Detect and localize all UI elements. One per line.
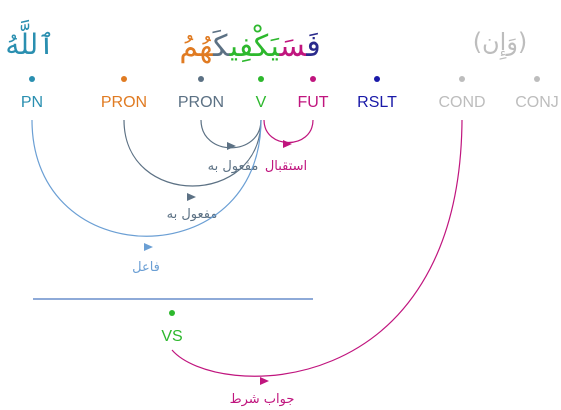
relation-label-subject: فاعل [132,260,160,275]
arc-subject [31,119,262,237]
tag-fut: FUT [297,94,328,111]
segment-ka: كَ [212,29,230,64]
node-dot-cond [459,76,465,82]
node-dot-pron2 [198,76,204,82]
arc-object-2 [123,119,262,187]
tag-pn: PN [21,94,43,111]
arc-future-arrowhead [283,140,292,148]
node-dot-fut [310,76,316,82]
relation-label-object-2: مفعول به [167,207,218,222]
node-dot-vs [169,310,175,316]
arc-object-1-arrowhead [227,142,236,150]
tag-pron-2: PRON [178,94,224,111]
arc-object-1 [200,119,262,149]
segment-yakfi: يَكْفِي [229,25,281,64]
word-wa-in: (وَإِن) [473,28,528,60]
tag-rslt: RSLT [357,94,397,111]
tag-pron-1: PRON [101,94,147,111]
arc-subject-arrowhead [144,243,153,251]
tag-cond: COND [438,94,485,111]
word-fasayakfikahum: فَسَيَكْفِيكَهُمُ [179,25,320,64]
node-dot-rslt [374,76,380,82]
relation-label-future: استقبال [265,159,307,174]
segment-fa: فَ [305,29,320,64]
relation-label-conditional: جواب شرط [230,392,295,407]
node-dot-conj [534,76,540,82]
node-dot-v [258,76,264,82]
node-dot-pron1 [121,76,127,82]
tag-conj: CONJ [515,94,559,111]
segment-sa: سَ [279,29,308,64]
segment-hum: هُمُ [179,29,214,64]
node-dot-pn [29,76,35,82]
word-allah: ٱللَّهُ [5,19,54,61]
tag-vs: VS [161,328,182,345]
tag-v: V [256,94,267,111]
arc-future [263,119,314,143]
arc-object-2-arrowhead [187,193,196,201]
arc-conditional-arrowhead [260,377,269,385]
arc-conditional-response [171,119,463,377]
